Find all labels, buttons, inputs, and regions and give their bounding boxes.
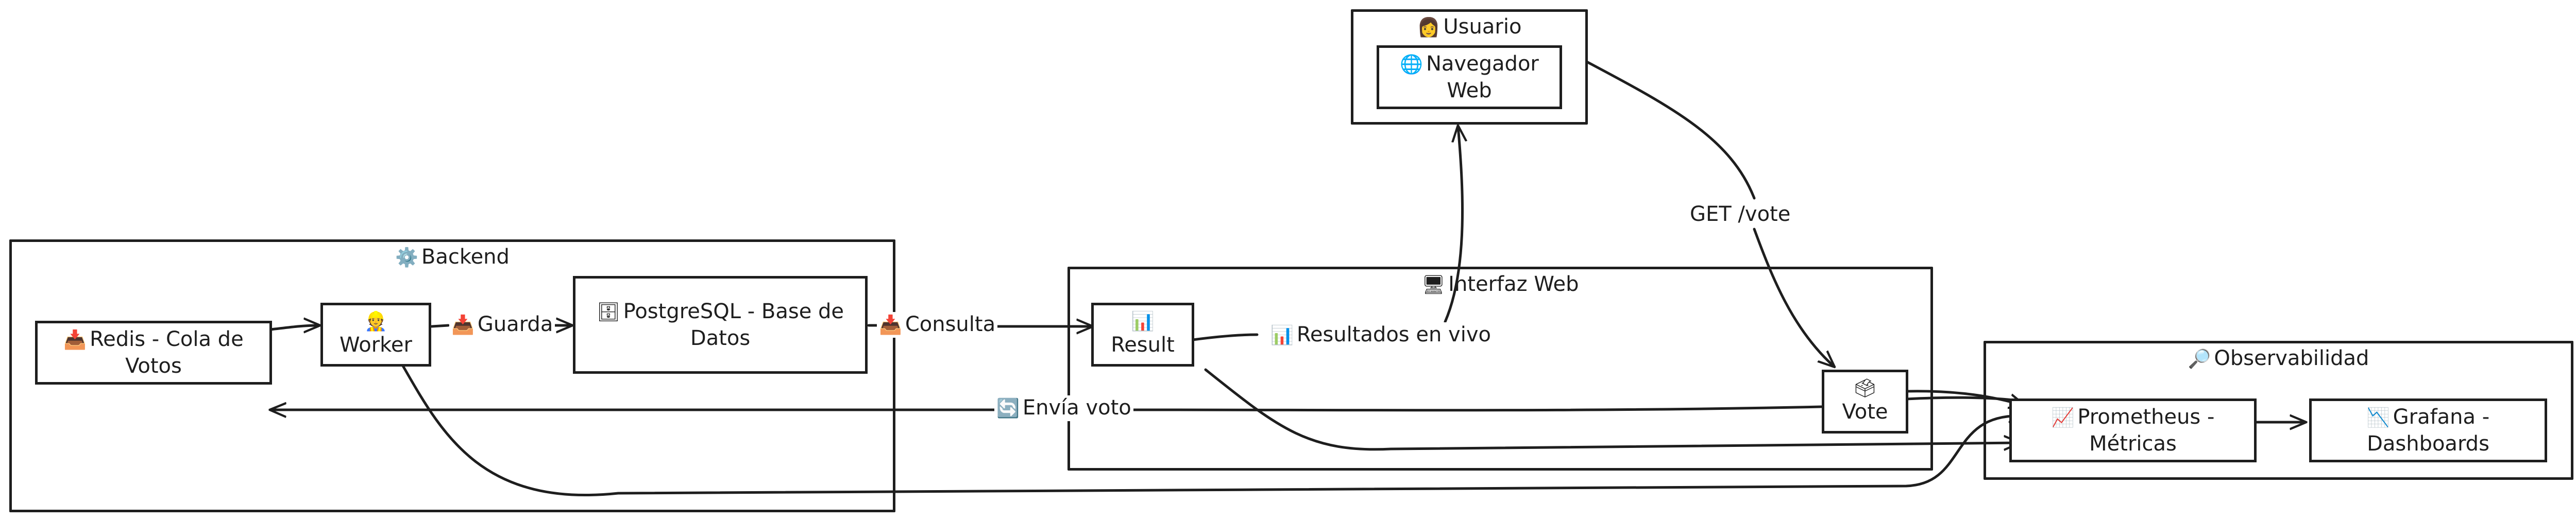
envia-voto-label: Envía voto — [1022, 396, 1131, 420]
bar-chart-icon: 📊 — [1131, 311, 1155, 332]
resultados-label: Resultados en vivo — [1296, 323, 1491, 346]
redis-label: Redis - Cola de Votos — [90, 327, 244, 378]
database-icon: 🗄 — [596, 302, 620, 323]
edge-navegador-getvote — [1585, 60, 1756, 200]
node-redis: 📥Redis - Cola de Votos — [35, 321, 272, 385]
ballot-box-icon: 🗳 — [1853, 378, 1877, 399]
edge-label-resultados: 📊Resultados en vivo — [1268, 322, 1493, 348]
magnifier-icon: 🔎 — [2188, 349, 2211, 370]
consulta-label: Consulta — [905, 313, 996, 336]
globe-icon: 🌐 — [1400, 54, 1423, 75]
group-interfaz-web: 🖥Interfaz Web — [1067, 267, 1933, 471]
group-observabilidad-label: Observabilidad — [2214, 346, 2369, 370]
vote-label: Vote — [1842, 400, 1888, 424]
result-label: Result — [1111, 333, 1175, 357]
worker-label: Worker — [340, 333, 412, 357]
chart-decreasing-icon: 📉 — [2366, 407, 2390, 428]
get-vote-label: GET /vote — [1690, 202, 1791, 226]
edge-label-envia-voto: 🔄Envía voto — [994, 395, 1133, 421]
navegador-label: Navegador Web — [1426, 52, 1539, 102]
group-observabilidad: 🔎Observabilidad — [1984, 341, 2573, 480]
inbox-icon: 📥 — [879, 315, 902, 336]
node-postgresql: 🗄PostgreSQL - Base de Datos — [573, 276, 868, 374]
group-backend-label: Backend — [421, 245, 510, 269]
inbox-icon: 📥 — [451, 315, 474, 336]
group-usuario-label: Usuario — [1443, 15, 1522, 39]
group-usuario: 👩Usuario — [1351, 9, 1588, 125]
group-backend: ⚙️Backend — [9, 239, 895, 512]
worker-icon: 👷 — [364, 311, 387, 332]
bar-chart-icon: 📊 — [1270, 325, 1294, 346]
prometheus-label: Prometheus - Métricas — [2077, 405, 2215, 456]
edge-label-guarda: 📥Guarda — [449, 312, 555, 338]
group-interfaz-label: Interfaz Web — [1448, 272, 1579, 296]
monitor-icon: 🖥 — [1421, 274, 1446, 296]
edge-label-consulta: 📥Consulta — [877, 312, 998, 338]
inbox-icon: 📥 — [63, 330, 87, 351]
chart-increasing-icon: 📈 — [2051, 407, 2075, 428]
node-result: 📊 Result — [1091, 303, 1194, 367]
node-navegador-web: 🌐Navegador Web — [1377, 45, 1562, 109]
grafana-label: Grafana - Dashboards — [2367, 405, 2490, 456]
node-prometheus: 📈Prometheus - Métricas — [2009, 398, 2257, 462]
postgres-label: PostgreSQL - Base de Datos — [623, 300, 844, 350]
edge-label-get-vote: GET /vote — [1688, 202, 1793, 227]
woman-icon: 👩 — [1417, 17, 1440, 38]
guarda-label: Guarda — [477, 313, 553, 336]
node-grafana: 📉Grafana - Dashboards — [2309, 398, 2547, 462]
refresh-icon: 🔄 — [996, 398, 1020, 419]
node-worker: 👷 Worker — [320, 303, 431, 367]
gear-icon: ⚙️ — [395, 247, 418, 268]
node-vote: 🗳 Vote — [1822, 370, 1908, 434]
